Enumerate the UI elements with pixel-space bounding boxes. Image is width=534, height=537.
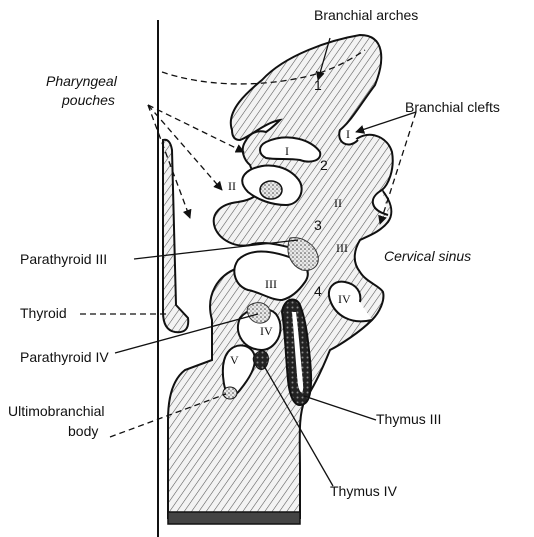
- pouch-numeral-v: V: [230, 353, 239, 367]
- label-cervical-sinus: Cervical sinus: [384, 248, 471, 264]
- cleft-numeral-iii: III: [336, 241, 348, 255]
- arch-number-3: 3: [314, 217, 322, 233]
- label-ultimobranchial-1: Ultimobranchial: [8, 403, 104, 419]
- label-thymus-iv: Thymus IV: [330, 483, 398, 499]
- arch-number-2: 2: [320, 157, 328, 173]
- label-parathyroid-iii: Parathyroid III: [20, 251, 107, 267]
- thymus-iii-leader: [304, 396, 376, 420]
- pouch-numeral-iv: IV: [260, 324, 273, 338]
- label-thymus-iii: Thymus III: [376, 411, 441, 427]
- basal-block: [168, 512, 300, 524]
- pouch-leader-2: [148, 105, 222, 190]
- pouch-numeral-ii: II: [228, 179, 236, 193]
- cleft-numeral-ii: II: [334, 196, 342, 210]
- label-branchial-arches: Branchial arches: [314, 7, 418, 23]
- arch-number-1: 1: [314, 77, 322, 93]
- thyroid-diverticulum: [163, 140, 188, 333]
- pouch-ii-nodule: [260, 181, 282, 199]
- ultimobranchial-body-gland: [223, 387, 237, 399]
- pouch-numeral-i: I: [285, 144, 289, 158]
- label-branchial-clefts: Branchial clefts: [405, 99, 500, 115]
- cleft-numeral-i: I: [346, 127, 350, 141]
- cleft-numeral-iv: IV: [338, 292, 351, 306]
- label-parathyroid-iv: Parathyroid IV: [20, 349, 109, 365]
- cleft-leader-1: [356, 112, 416, 132]
- label-ultimobranchial-2: body: [68, 423, 98, 439]
- label-thyroid: Thyroid: [20, 305, 67, 321]
- arch-number-4: 4: [314, 283, 322, 299]
- pouch-numeral-iii: III: [265, 277, 277, 291]
- label-pharyngeal-pouches-2: pouches: [61, 92, 115, 108]
- label-pharyngeal-pouches-1: Pharyngeal: [46, 73, 118, 89]
